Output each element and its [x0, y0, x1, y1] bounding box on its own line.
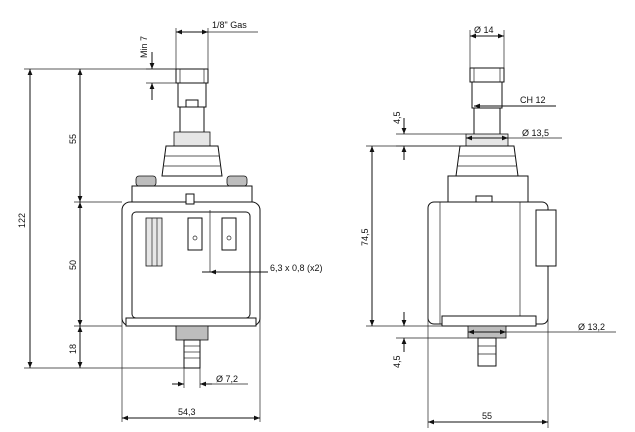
terminal-2	[221, 217, 237, 251]
screw-left	[135, 175, 157, 187]
coil-left	[145, 217, 163, 267]
dim-total-height: 122	[17, 213, 27, 228]
label-outlet-dia: Ø 7,2	[216, 374, 238, 384]
label-neck-dia: Ø 13,5	[522, 128, 549, 138]
side-body	[427, 201, 549, 325]
front-view: 1/8" Gas Min 7 122 55 50 18 6,3 x 0,8 (x…	[17, 20, 323, 422]
side-connector	[535, 209, 557, 267]
side-view: Ø 14 CH 12 4,5 Ø 13,5 74,5 Ø 13,2 4,5 55	[360, 25, 616, 428]
label-thread: 1/8" Gas	[212, 20, 247, 30]
side-collar	[465, 133, 509, 147]
side-outlet-nozzle	[477, 337, 497, 367]
body-base	[125, 317, 257, 327]
outlet-nozzle	[183, 339, 201, 369]
ground-tab	[185, 193, 195, 205]
dim-middle: 50	[68, 260, 78, 270]
label-hex: CH 12	[520, 95, 546, 105]
side-neck	[455, 145, 519, 177]
dim-bottom-gap: 4,5	[392, 355, 402, 368]
dim-side-width: 55	[482, 411, 492, 421]
label-terminal: 6,3 x 0,8 (x2)	[270, 263, 323, 273]
neck	[161, 145, 223, 177]
dim-top-gap: 4,5	[392, 111, 402, 124]
dim-front-width: 54,3	[178, 407, 196, 417]
inlet-collar	[173, 131, 211, 147]
side-hex	[471, 81, 503, 109]
dim-lower: 18	[68, 344, 78, 354]
side-base	[441, 315, 537, 327]
side-top-fitting	[469, 67, 505, 83]
terminal-1	[187, 217, 203, 251]
label-min: Min 7	[139, 36, 149, 58]
dim-body-height: 74,5	[360, 228, 370, 246]
screw-right	[226, 175, 248, 187]
inlet-thread	[175, 68, 209, 84]
outlet-collar	[175, 325, 209, 341]
dim-upper: 55	[68, 134, 78, 144]
label-top-dia: Ø 14	[474, 25, 494, 35]
label-base-dia: Ø 13,2	[578, 322, 605, 332]
